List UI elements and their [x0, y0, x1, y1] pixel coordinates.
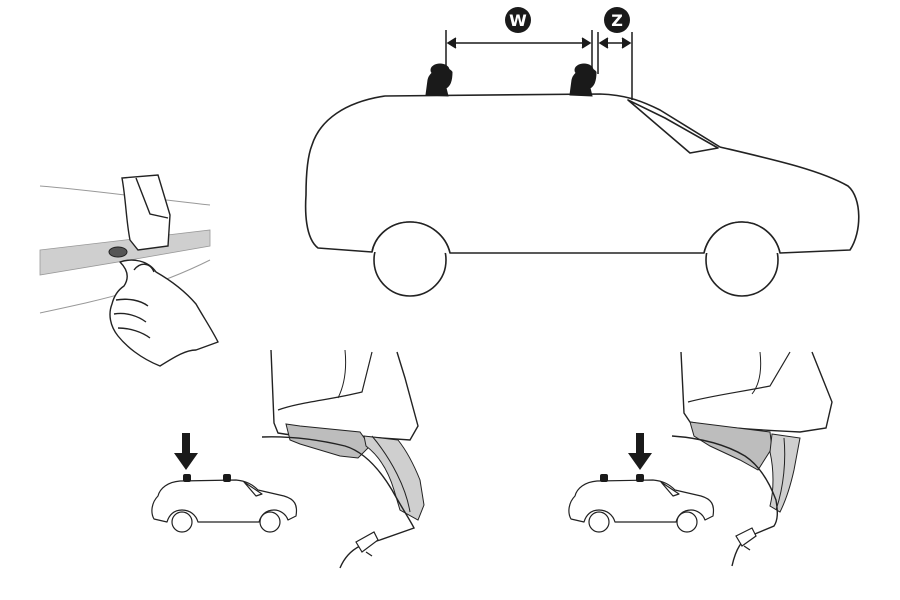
- w-label: W: [509, 11, 527, 30]
- roof-foot-icon: [600, 474, 644, 482]
- w-dimension: [445, 30, 593, 72]
- arrow-down-icon: [628, 433, 652, 470]
- main-car-outline: [304, 93, 860, 297]
- z-badge: Z: [604, 7, 630, 33]
- door-handle: [108, 246, 128, 258]
- seal-detail-right: [671, 351, 833, 567]
- z-label: Z: [611, 11, 623, 30]
- z-dimension: [597, 32, 633, 100]
- small-car-left: [151, 479, 298, 533]
- windshield: [627, 99, 719, 154]
- roof-foot-icon: [425, 63, 597, 97]
- hand-icon: [109, 259, 219, 367]
- seal-detail-left: [261, 349, 425, 569]
- small-car-right: [568, 479, 715, 533]
- arrow-down-icon: [174, 433, 198, 470]
- w-badge: W: [505, 7, 531, 33]
- door-open-detail: [39, 174, 219, 367]
- roof-foot-icon: [183, 474, 231, 482]
